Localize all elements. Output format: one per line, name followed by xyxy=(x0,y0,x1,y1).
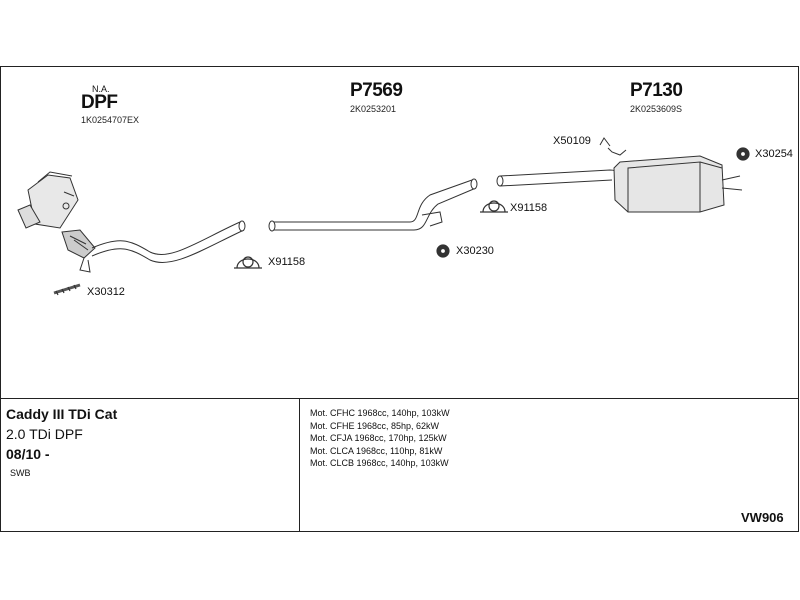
mid-pipe-title: P7569 xyxy=(350,80,403,101)
vehicle-body: SWB xyxy=(10,468,31,478)
vehicle-model: Caddy III TDi Cat xyxy=(6,406,118,422)
divider-vertical xyxy=(299,398,300,532)
vehicle-date: 08/10 - xyxy=(6,446,50,462)
rear-silencer-part-code: 2K0253609S xyxy=(630,104,683,114)
engine-item: Mot. CLCB 1968cc, 140hp, 103kW xyxy=(310,458,449,468)
part-label-x30254: X30254 xyxy=(755,148,793,160)
x91158-clamp-icon-a xyxy=(234,256,262,269)
x30312-bolt-icon xyxy=(53,283,81,296)
x91158-clamp-icon-b xyxy=(480,200,508,213)
engine-item: Mot. CFJA 1968cc, 170hp, 125kW xyxy=(310,433,447,443)
part-label-x50109: X50109 xyxy=(553,135,591,147)
engine-list: Mot. CFHC 1968cc, 140hp, 103kW Mot. CFHE… xyxy=(310,407,450,470)
divider-horizontal xyxy=(0,398,799,399)
dpf-title: DPF xyxy=(81,92,118,113)
engine-item: Mot. CFHC 1968cc, 140hp, 103kW xyxy=(310,408,450,418)
mid-pipe-part-code: 2K0253201 xyxy=(350,104,397,114)
part-label-x91158-b: X91158 xyxy=(510,202,548,214)
x30230-rubber-mount-icon xyxy=(436,244,450,258)
engine-item: Mot. CFHE 1968cc, 85hp, 62kW xyxy=(310,420,440,431)
x30254-rubber-mount-icon xyxy=(736,147,750,161)
part-label-x91158-a: X91158 xyxy=(268,256,306,268)
system-code: VW906 xyxy=(741,510,784,525)
diagram-frame xyxy=(0,66,799,532)
dpf-na-label: N.A. xyxy=(92,84,110,94)
part-label-x30312: X30312 xyxy=(87,286,125,298)
vehicle-engine: 2.0 TDi DPF xyxy=(6,426,83,442)
dpf-unit xyxy=(17,171,96,273)
rear-silencer-title: P7130 xyxy=(630,80,683,101)
part-label-x30230: X30230 xyxy=(456,245,494,257)
dpf-part-code: 1K0254707EX xyxy=(81,115,140,125)
engine-item: Mot. CLCA 1968cc, 110hp, 81kW xyxy=(310,445,443,456)
